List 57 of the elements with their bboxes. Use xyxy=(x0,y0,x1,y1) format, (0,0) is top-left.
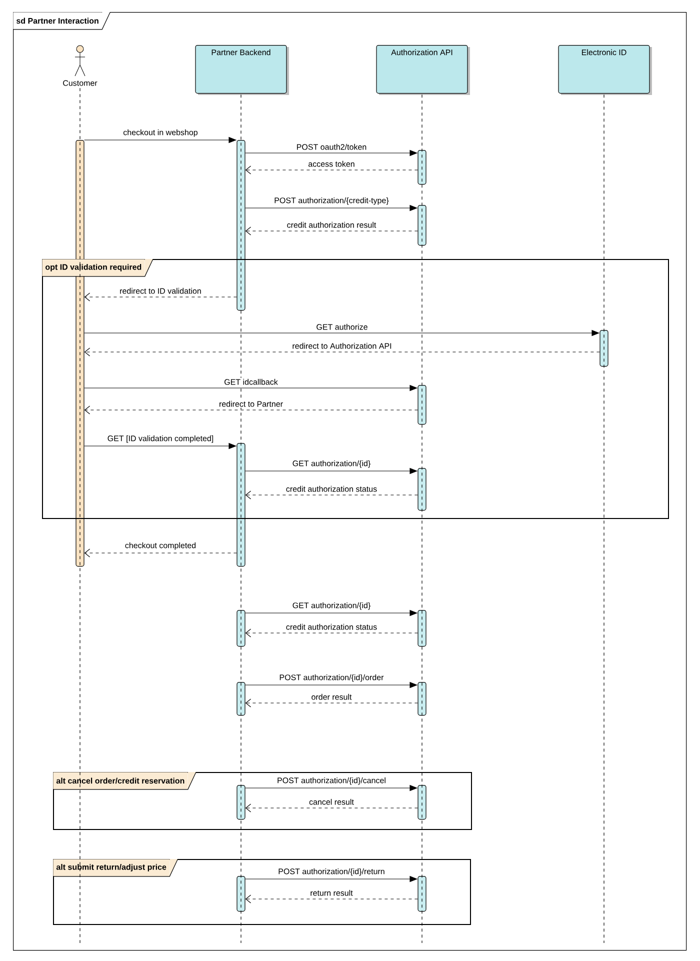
message-label: POST authorization/{id}/order xyxy=(278,673,385,683)
participant-box: Electronic ID xyxy=(558,45,652,95)
message-label: POST authorization/{id}/return xyxy=(277,867,386,877)
message-label: credit authorization status xyxy=(284,622,378,631)
message-arrow xyxy=(245,226,418,236)
activation-bar xyxy=(418,468,426,511)
activation-bar xyxy=(418,610,426,647)
message-label: POST authorization/{id}/cancel xyxy=(276,776,387,786)
message-arrow xyxy=(84,292,237,302)
participant-box: Partner Backend xyxy=(195,45,289,95)
actor: Customer xyxy=(63,45,98,86)
message-arrow xyxy=(84,348,600,356)
activation-bar xyxy=(236,443,246,567)
activation-bar xyxy=(236,785,246,820)
message-label: checkout in webshop xyxy=(122,128,199,138)
frame-tab: sd Partner Interaction xyxy=(12,12,110,30)
message-arrow xyxy=(245,490,418,500)
message-label: order result xyxy=(310,692,353,701)
activation-bar xyxy=(418,876,426,912)
message-label: GET authorization/{id} xyxy=(291,459,372,469)
message-arrow xyxy=(245,894,418,904)
activation-bar xyxy=(236,610,246,647)
activation-bar xyxy=(418,205,426,246)
message-label: credit authorization status xyxy=(284,484,378,493)
activation-bar xyxy=(418,150,426,185)
message-label: GET authorize xyxy=(315,322,369,331)
message-label: credit authorization result xyxy=(286,220,378,229)
message-label: GET idcallback xyxy=(223,378,279,386)
message-label: POST authorization/{credit-type} xyxy=(273,196,390,206)
message-label: access token xyxy=(307,160,356,168)
message-label: GET [ID validation completed] xyxy=(106,434,215,444)
activation-bar xyxy=(418,385,426,425)
message-arrow xyxy=(245,804,418,812)
message-arrow xyxy=(245,698,418,708)
fragment-tab: alt submit return/adjust price xyxy=(52,859,178,877)
message-label: redirect to ID validation xyxy=(118,286,202,295)
message-label: redirect to Partner xyxy=(218,400,284,408)
activation-bar xyxy=(600,330,608,367)
message-arrow xyxy=(84,548,237,558)
activation-bar xyxy=(418,682,426,716)
message-label: checkout completed xyxy=(124,541,198,551)
activation-bar xyxy=(236,876,246,912)
activation-bar xyxy=(418,785,426,820)
fragment-tab: alt cancel order/credit reservation xyxy=(52,772,196,790)
activation-bar xyxy=(236,682,246,716)
message-arrow xyxy=(245,166,418,174)
activation-bar xyxy=(236,140,246,311)
message-arrow xyxy=(84,406,418,414)
fragment-tab: opt ID validation required xyxy=(42,259,154,277)
message-arrow xyxy=(245,628,418,638)
message-label: GET authorization/{id} xyxy=(291,601,372,611)
participant-box: Authorization API xyxy=(376,45,470,95)
message-label: POST oauth2/token xyxy=(295,142,368,151)
message-label: cancel result xyxy=(308,798,355,806)
message-label: redirect to Authorization API xyxy=(291,342,393,350)
message-label: return result xyxy=(309,888,354,897)
node-label: Customer xyxy=(63,80,98,86)
